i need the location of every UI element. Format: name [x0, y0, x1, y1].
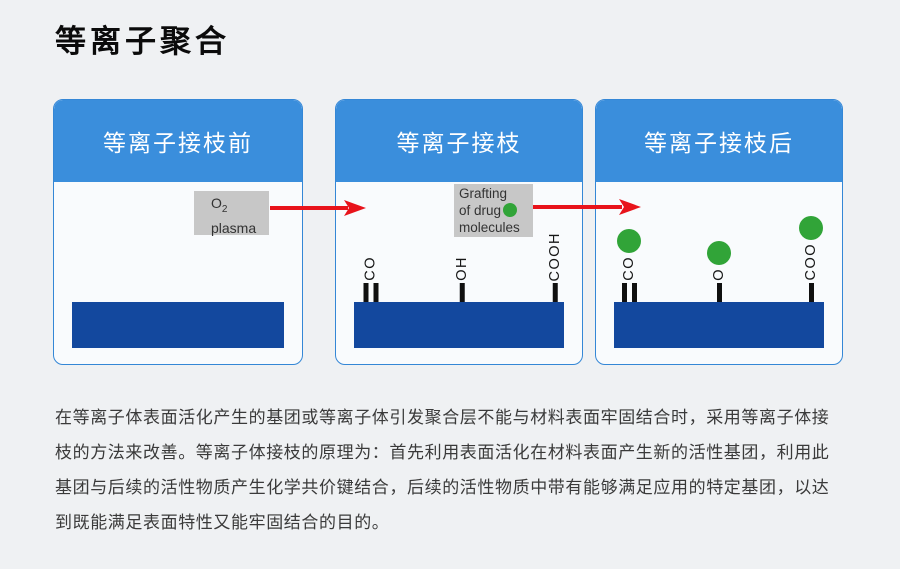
drug-molecule-icon: [617, 229, 641, 254]
bond-stem: [363, 283, 369, 302]
substrate-after: [614, 302, 824, 348]
o2-formula-base: O: [211, 195, 222, 211]
bond-stem: [459, 283, 465, 302]
co-double-bond: [363, 283, 379, 302]
grafting-line-1: Grafting: [459, 186, 508, 201]
functional-group-oh: OH: [453, 256, 470, 302]
grafted-group-co: CO: [617, 229, 641, 302]
drug-molecule-icon: [707, 241, 731, 266]
panel-after-grafting: 等离子接枝后 CO O COO: [595, 99, 843, 365]
o2-formula-subscript: 2: [221, 203, 228, 215]
grafted-group-o: O: [707, 241, 731, 302]
bond-stem: [808, 283, 814, 302]
page-title: 等离子聚合: [55, 24, 230, 59]
substrate-during: [354, 302, 564, 348]
drug-molecule-icon: [799, 216, 823, 241]
bond-stem: [552, 283, 558, 302]
group-label-co: CO: [620, 256, 637, 281]
grafting-line-3: molecules: [459, 220, 520, 235]
panel-during-grafting-header: 等离子接枝: [336, 100, 582, 182]
plasma-word: plasma: [211, 219, 257, 236]
panel-after-grafting-title: 等离子接枝后: [644, 130, 794, 156]
bond-stem: [373, 283, 379, 302]
panel-during-grafting-body: Grafting of drug molecules CO OH COOH: [336, 182, 582, 364]
o2-formula: O2: [211, 194, 269, 219]
bond-stem: [716, 283, 722, 302]
o2-plasma-label-box: O2 plasma: [194, 191, 269, 236]
bond-stem: [621, 283, 627, 302]
grafting-label-box: Grafting of drug molecules: [454, 184, 533, 237]
panel-during-grafting-title: 等离子接枝: [396, 130, 522, 156]
bond-stem: [631, 283, 637, 302]
group-label-o: O: [710, 268, 727, 281]
o-single-bond: [716, 283, 722, 302]
panel-before-grafting-title: 等离子接枝前: [103, 130, 253, 156]
panel-before-grafting: 等离子接枝前 O2 plasma: [53, 99, 303, 365]
grafting-line-2: of drug: [459, 202, 533, 219]
drug-molecule-icon: [503, 203, 518, 217]
oh-single-bond: [459, 283, 465, 302]
panel-after-grafting-header: 等离子接枝后: [596, 100, 842, 182]
grafting-line-2-text: of drug: [459, 203, 502, 218]
group-label-co: CO: [362, 256, 379, 281]
group-label-cooh: COOH: [546, 231, 563, 282]
cooh-single-bond: [552, 283, 558, 302]
description-paragraph: 在等离子体表面活化产生的基团或等离子体引发聚合层不能与材料表面牢固结合时，采用等…: [55, 408, 830, 532]
coo-single-bond: [808, 283, 814, 302]
group-label-oh: OH: [453, 256, 470, 281]
functional-group-cooh: COOH: [546, 231, 563, 302]
panel-after-grafting-body: CO O COO: [596, 182, 842, 364]
panel-before-grafting-header: 等离子接枝前: [54, 100, 302, 182]
grafted-group-coo: COO: [799, 216, 823, 302]
panel-during-grafting: 等离子接枝 Grafting of drug molecules CO OH C…: [335, 99, 583, 365]
co-double-bond: [621, 283, 637, 302]
panel-before-grafting-body: O2 plasma: [54, 182, 302, 364]
functional-group-co: CO: [362, 256, 379, 302]
substrate-before: [72, 302, 284, 348]
group-label-coo: COO: [802, 243, 819, 281]
